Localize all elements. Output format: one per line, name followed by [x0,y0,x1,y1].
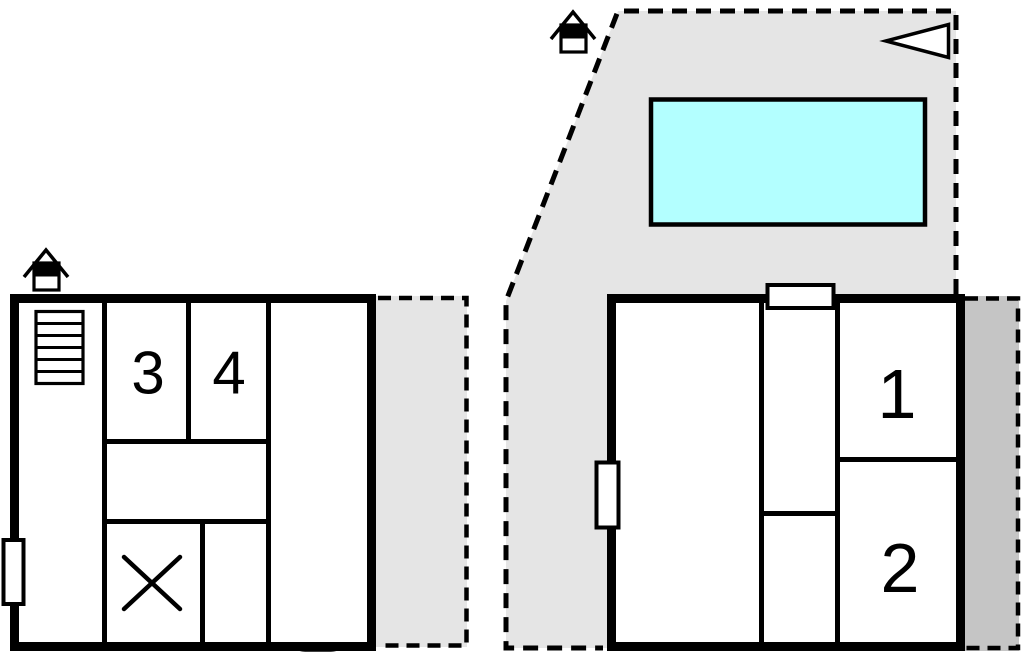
door-window-marker [1,538,26,606]
room-number-2: 2 [881,529,920,607]
room-number-4: 4 [212,340,245,407]
terrace-area [376,296,467,647]
direction-arrow-icon [879,22,951,60]
door-window-marker [594,460,621,530]
garden-plot-dashed-boundary [503,8,959,651]
side-terrace-area [963,296,1019,651]
cross-line [121,554,183,612]
room-number-1: 1 [878,355,917,433]
site-plot [22,8,1021,651]
ground-floor-plan: 1 2 [594,283,965,651]
house-entrance-icon [549,10,597,54]
side-terrace-dashed-boundary [965,296,1021,651]
stairs-icon [34,309,85,386]
upper-floor-plan: 3 4 [1,294,376,652]
house-entrance-icon [22,248,70,292]
door-window-marker [765,283,836,310]
crossed-room-icon [121,554,183,612]
outer-wall [607,294,965,651]
terrace-dashed-boundary [378,295,469,648]
swimming-pool [648,97,928,227]
room-number-3: 3 [131,340,164,407]
